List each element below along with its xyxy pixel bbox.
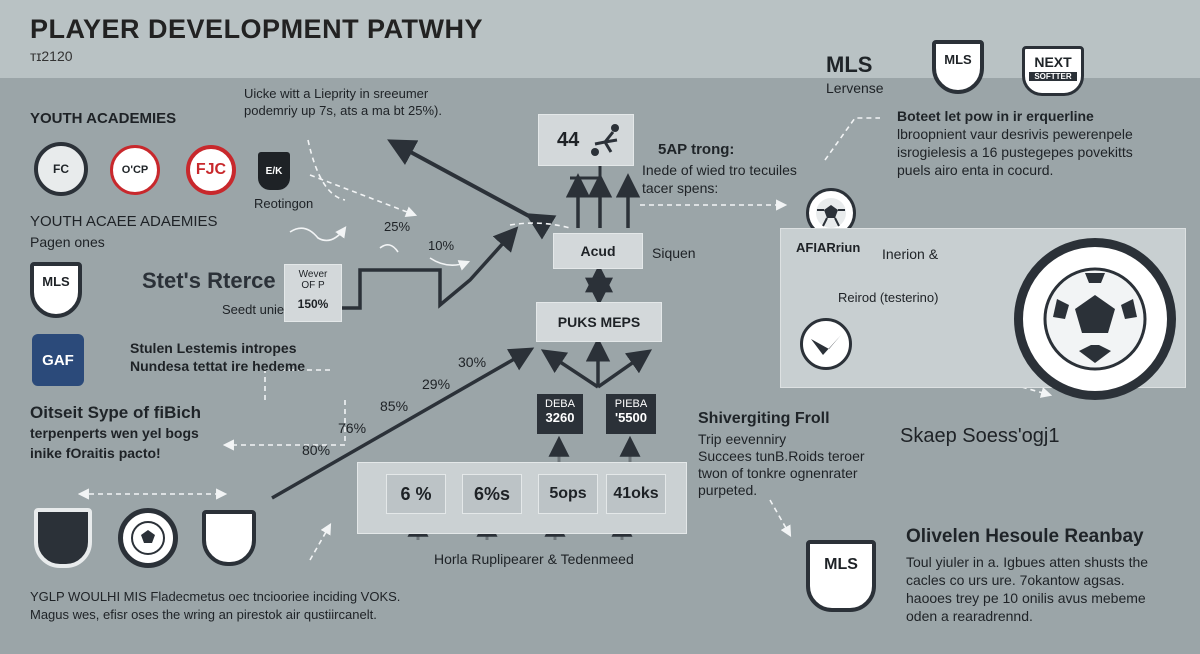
youth-acae-heading: YOUTH ACAЕE ADAEMIES <box>30 213 218 230</box>
header-band <box>0 0 1200 78</box>
percent-76: 76% <box>338 420 367 436</box>
arrow-stepped <box>342 226 519 310</box>
percent-29: 29% <box>422 376 451 392</box>
top-note-line-1: Uicke witt a Lieprity in sreeumer <box>244 86 429 101</box>
value-box-3: 5ops <box>538 474 598 514</box>
skaep-label: Skaep Soess'ogj1 <box>900 425 1060 447</box>
arrow-puks-left <box>540 349 599 389</box>
percent-30: 30% <box>458 354 487 370</box>
mls-badge-top: MLS <box>932 40 984 94</box>
next-badge: NEXT SOFTTER <box>1022 46 1084 96</box>
value-box-4: 41oks <box>606 474 666 514</box>
puks-box: PUKS MEPS <box>536 302 662 342</box>
page-title: PLAYER DEVELOPMENT PATWHY <box>30 14 484 44</box>
seed-label: Seedt unie <box>222 302 285 317</box>
academy-badge-3: FJC <box>186 145 236 195</box>
oliv-title: Olivelen Hesoule Reanbay <box>906 526 1144 547</box>
academy-badge-2: O'CP <box>110 145 160 195</box>
stat-box-2: PIEBA '5500 <box>606 394 656 434</box>
arrow-long-diagonal <box>271 347 535 500</box>
shiver-line-1: Trip eevenniry <box>698 431 787 447</box>
soccer-ball-icon-left <box>118 508 178 568</box>
sap-line-2: tacer spens: <box>642 180 719 196</box>
stulen-line-2: Nundesa tettat ire hedeme <box>130 358 306 374</box>
mls-badge-bottom: MLS <box>806 540 876 612</box>
box-44: 44 <box>538 114 634 166</box>
shiver-line-2: Succees tunB.Roids teroer <box>698 448 865 464</box>
mls-subtitle: Lervense <box>826 80 884 96</box>
bottom-note-line-1: YGLP WOULHI MIS Fladecmetus oec tncioori… <box>30 589 401 604</box>
value-box-2: 6%s <box>462 474 522 514</box>
percent-25: 25% <box>384 219 411 234</box>
reirod-label: Reirod (testerino) <box>838 290 939 305</box>
boteet-line-2: lbroopnient vaur desrivis pewerenpele <box>897 126 1133 142</box>
page-subtitle: ᴛɪ2120 <box>30 48 73 64</box>
gaf-badge: GAF <box>32 334 84 386</box>
oitseit-line-2: inike fOraitis pacto! <box>30 445 161 461</box>
recognition-label: Reotingon <box>254 196 314 211</box>
oliv-line-3: haooes trey pe 10 onilis avus mebeme <box>906 590 1146 606</box>
acud-box: Acud <box>553 233 643 269</box>
pagen-ones-label: Pagen ones <box>30 234 105 250</box>
bird-crest-icon <box>34 508 92 568</box>
bottom-note-line-2: Magus wes, efisr oses the wring an pires… <box>30 607 377 622</box>
value-box-1: 6 % <box>386 474 446 514</box>
stat-box-1: DEBA 3260 <box>537 394 583 434</box>
stats-box: Wever OF P 150% <box>284 264 342 322</box>
boteet-line-4: puels airo enta in cocurd. <box>897 162 1054 178</box>
player-kick-icon <box>591 124 620 156</box>
swoosh-badge-icon <box>800 318 852 370</box>
arrow-diagonal-top <box>387 139 541 224</box>
arrow-diagonal-top2 <box>525 213 557 240</box>
boteet-title: Boteet let pow in ir erquerline <box>897 108 1094 124</box>
oliv-line-2: cacles co urs ure. 7okantow agsas. <box>906 572 1125 588</box>
percent-10: 10% <box>428 238 455 253</box>
large-soccer-ball-icon <box>1014 238 1176 400</box>
academy-badge-1: FC <box>34 142 88 196</box>
oliv-line-4: oden a rearadrennd. <box>906 608 1033 624</box>
stats-title: Stet's Rterce <box>142 268 276 293</box>
top-note-line-2: podemriy up 7s, ats a ma bt 25%). <box>244 103 442 118</box>
shiver-line-3: twon of tonkre ognenrater <box>698 465 858 481</box>
afiar-label: AFIARriun <box>796 240 861 255</box>
shiver-title: Shivergiting Froll <box>698 410 830 427</box>
arrow-puks-right <box>596 349 653 389</box>
percent-85: 85% <box>380 398 409 414</box>
stulen-line-1: Stulen Lestemis intropes <box>130 340 297 356</box>
academy-badge-4: E/K <box>258 152 290 190</box>
shiver-line-4: purpeted. <box>698 482 758 498</box>
stripe-crest-icon <box>202 510 256 566</box>
oitseit-line-1: terpenperts wen yel bogs <box>30 425 199 441</box>
oliv-line-1: Toul yiuler in a. Igbues atten shusts th… <box>906 554 1149 570</box>
boteet-line-3: isrogielesis a 16 pustegepes povekitts <box>897 144 1133 160</box>
inerion-label: Inerion & <box>882 246 939 262</box>
sap-title: 5AP trong: <box>658 141 735 158</box>
siquen-label: Siquen <box>652 245 696 261</box>
sap-line-1: Inede of wied tro tecuiles <box>642 162 797 178</box>
mls-title: MLS <box>826 52 873 77</box>
oitseit-title: Oitseit Sype of fiBich <box>30 403 201 422</box>
percent-80: 80% <box>302 442 331 458</box>
bottom-caption: Horla Ruplipearer & Tedenmeed <box>434 551 634 567</box>
youth-academies-heading: YOUTH ACADEMIES <box>30 110 177 127</box>
mls-badge-left: MLS <box>30 262 82 318</box>
